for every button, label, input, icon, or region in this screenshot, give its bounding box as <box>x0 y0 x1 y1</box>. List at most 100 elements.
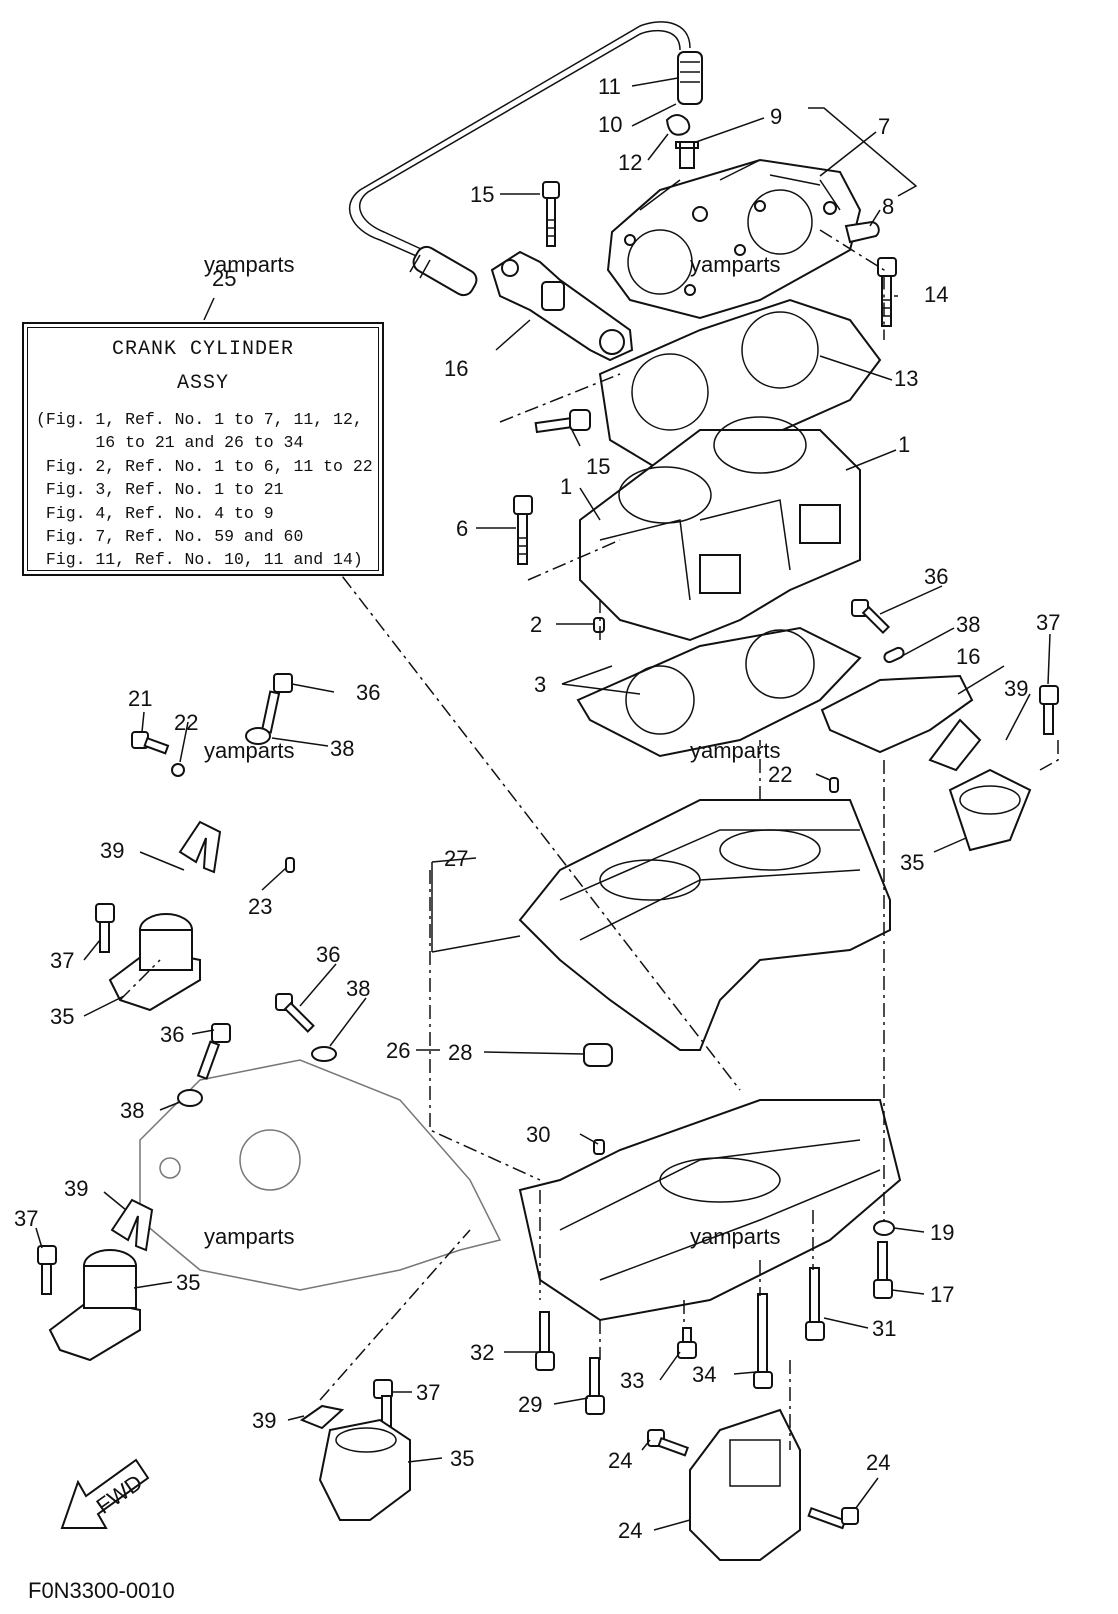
alignment-lines <box>119 229 1059 1450</box>
bolt-15 <box>534 409 591 434</box>
base-gasket-part <box>576 626 862 758</box>
callout-12: 14 <box>924 282 948 307</box>
callout-24-left: 24 <box>608 1448 632 1473</box>
reference-brackets <box>431 107 918 953</box>
washer-38-lower <box>177 1089 203 1107</box>
legend-line: (Fig. 1, Ref. No. 1 to 7, 11, 12, <box>36 410 363 429</box>
legend-inner-frame <box>27 327 379 571</box>
watermark-1: yamparts <box>204 252 294 277</box>
callout-9: 11 <box>598 74 621 99</box>
callout-36-left: 36 <box>356 680 380 705</box>
bolt-17 <box>873 1241 893 1299</box>
bolt-36-right <box>851 599 891 635</box>
bolt-36-mid <box>275 993 315 1033</box>
watermark-5: yamparts <box>204 1224 294 1249</box>
bolt-34 <box>753 1293 773 1389</box>
legend-line: Fig. 2, Ref. No. 1 to 6, 11 to 22 <box>36 456 373 476</box>
bolt-33 <box>677 1327 697 1359</box>
callout-4: 6 <box>456 516 468 541</box>
seal-39-left <box>178 820 222 874</box>
callout-1-right: 1 <box>898 432 910 457</box>
diagram-code: F0N3300-0010 <box>28 1578 175 1603</box>
callout-33: 33 <box>620 1368 644 1393</box>
engine-mount-left-bottom <box>37 1245 141 1362</box>
manifold-part-16 <box>820 674 974 754</box>
callout-36-mid: 36 <box>316 942 340 967</box>
callout-20: 21 <box>128 686 152 711</box>
watermarks: yamparts yamparts yamparts yamparts yamp… <box>204 252 780 1249</box>
washer-38-right <box>883 646 905 664</box>
bearing-part <box>583 1043 613 1067</box>
dowel-22-right <box>829 777 839 793</box>
bolt-20 <box>131 731 170 755</box>
legend-line: 16 to 21 and 26 to 34 <box>36 433 304 453</box>
callout-1-left: 1 <box>560 474 572 499</box>
bolt-24-left <box>647 1429 689 1457</box>
temp-sensor-part <box>844 220 880 244</box>
callout-36-lower: 36 <box>160 1022 184 1047</box>
callout-36-right: 36 <box>924 564 948 589</box>
leader-lines <box>35 77 1051 1531</box>
head-bolt-13 <box>542 181 560 247</box>
engine-mount-right <box>928 685 1059 852</box>
engine-block-ghost <box>139 1059 502 1291</box>
callout-13: 15 <box>470 182 494 207</box>
callout-24-right: 24 <box>866 1450 890 1475</box>
bolt-36-left <box>260 673 293 734</box>
callout-28: 28 <box>448 1040 472 1065</box>
legend-lines: (Fig. 1, Ref. No. 1 to 7, 11, 12, 16 to … <box>36 408 373 572</box>
crankcase-upper-part <box>518 799 891 1051</box>
callout-11: 13 <box>894 366 918 391</box>
callout-15: 15 <box>586 454 610 479</box>
callout-37-right: 37 <box>1036 610 1060 635</box>
legend-line: Fig. 11, Ref. No. 10, 11 and 14) <box>36 550 363 570</box>
callout-38-left: 38 <box>330 736 354 761</box>
head-bolt-12 <box>877 257 897 327</box>
callout-23: 24 <box>618 1518 642 1543</box>
engine-mount-left-top <box>95 903 201 1012</box>
legend-title-line1: CRANK CYLINDER <box>111 338 295 361</box>
nipple-part <box>675 141 699 169</box>
callout-27: 27 <box>444 846 468 871</box>
legend-title-line2: ASSY <box>176 372 229 395</box>
callout-21: 22 <box>174 710 198 735</box>
callout-7: 9 <box>770 104 782 129</box>
callout-37-bottom: 37 <box>416 1380 440 1405</box>
washer-38-mid <box>311 1046 337 1062</box>
callout-35-left: 35 <box>50 1004 74 1029</box>
legend-line: Fig. 7, Ref. No. 59 and 60 <box>36 527 304 547</box>
callout-38-right: 38 <box>956 612 980 637</box>
callout-14: 16 <box>444 356 468 381</box>
callout-38-mid: 38 <box>346 976 370 1001</box>
callout-39-mid: 39 <box>64 1176 88 1201</box>
fwd-arrow-icon: FWD <box>60 1458 150 1529</box>
bolt-4 <box>513 495 533 565</box>
callout-2: 2 <box>530 612 542 637</box>
watermark-6: yamparts <box>690 1224 780 1249</box>
engine-mount-bottom <box>318 1418 411 1521</box>
callout-3: 3 <box>534 672 546 697</box>
callout-22-right: 22 <box>768 762 792 787</box>
callout-35-right: 35 <box>900 850 924 875</box>
washer-38-left <box>245 727 271 745</box>
legend-line: Fig. 4, Ref. No. 4 to 9 <box>36 503 274 523</box>
cylinder-head-part <box>606 158 862 320</box>
bolt-37-bottom <box>373 1379 393 1427</box>
callout-8: 10 <box>598 112 622 137</box>
callout-35-lower: 35 <box>176 1270 200 1295</box>
callout-30: 30 <box>526 1122 550 1147</box>
callout-38-lower: 38 <box>120 1098 144 1123</box>
callout-25: 25 <box>212 266 236 291</box>
dowel-22-left <box>285 857 295 873</box>
bracket-part-23 <box>689 1408 801 1561</box>
callout-10: 12 <box>618 150 642 175</box>
washer-21 <box>171 763 185 777</box>
bolt-32 <box>535 1311 555 1371</box>
head-gasket-part <box>598 298 882 472</box>
washer-18 <box>873 1220 895 1236</box>
seal-39-mid <box>110 1198 154 1252</box>
callout-31: 31 <box>872 1316 896 1341</box>
callout-39-left: 39 <box>100 838 124 863</box>
watermark-2: yamparts <box>690 252 780 277</box>
callout-16: 16 <box>956 644 980 669</box>
